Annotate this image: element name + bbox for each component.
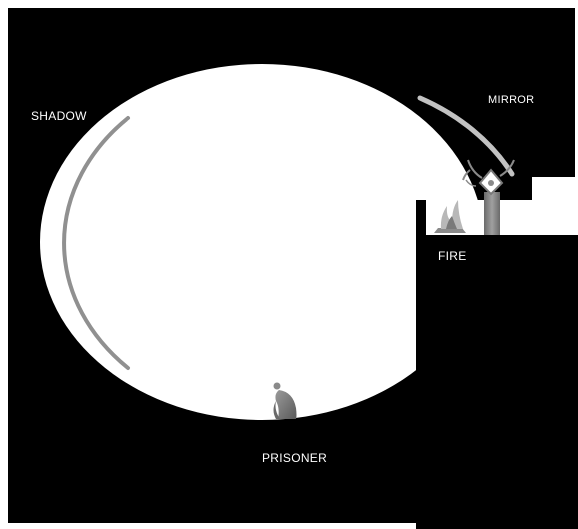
fire-label: FIRE (438, 250, 467, 262)
fire-ledge (416, 200, 426, 235)
prisoner-label: PRISONER (262, 452, 327, 464)
right-rock-block (416, 235, 578, 529)
shadow-label: SHADOW (31, 110, 87, 122)
mirror-label: MIRROR (488, 95, 534, 106)
